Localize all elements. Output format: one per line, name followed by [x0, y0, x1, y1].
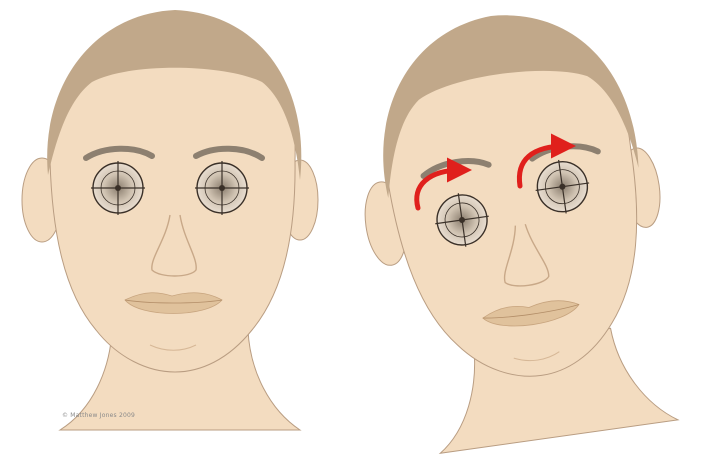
right-face [339, 0, 691, 459]
copyright-credit: © Matthew Jones 2009 [62, 412, 135, 419]
left-face [22, 10, 318, 430]
